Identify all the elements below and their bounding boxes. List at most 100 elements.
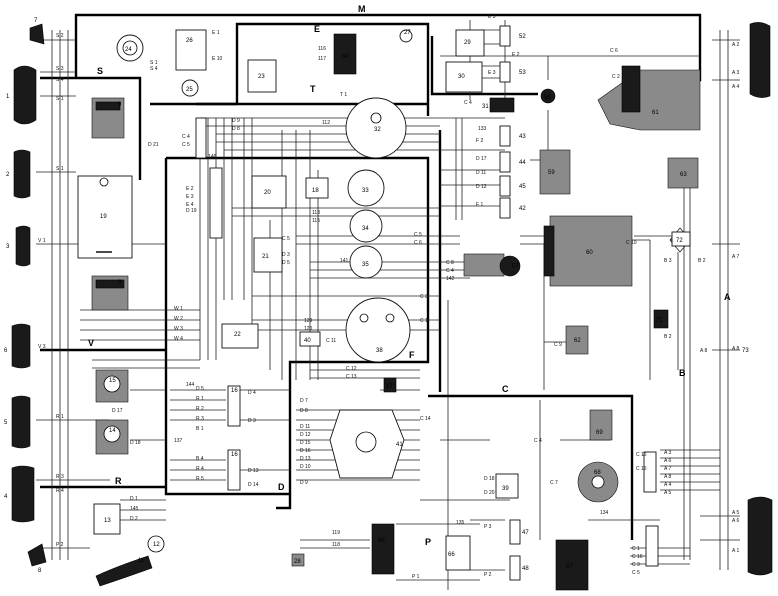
ref-9b: 9 bbox=[118, 280, 122, 286]
wl-c9: C 9 bbox=[554, 342, 562, 348]
ref-32: 32 bbox=[374, 127, 381, 133]
wl-142: 142 bbox=[446, 276, 455, 282]
wl-d7: D 7 bbox=[300, 398, 308, 404]
bus-label-b: B bbox=[679, 368, 686, 378]
wl-r3b: R 3 bbox=[196, 416, 204, 422]
gauge-35 bbox=[349, 245, 383, 279]
wl-r4: R 4 bbox=[56, 488, 64, 494]
ref-28: 28 bbox=[294, 559, 301, 565]
wl-141: 141 bbox=[340, 258, 349, 264]
wl-c6b: C 6 bbox=[414, 240, 422, 246]
wl-s4: S 4 bbox=[56, 77, 64, 83]
wl-s3: S 3 bbox=[56, 66, 64, 72]
wl-d8: D 8 bbox=[232, 126, 240, 132]
connector-top bbox=[195, 117, 207, 159]
wl-d18: D 18 bbox=[130, 440, 141, 446]
wl-c1b: C 1 bbox=[632, 546, 640, 552]
wl-a7: A 7 bbox=[664, 466, 671, 472]
wl-e3c: E 3 bbox=[186, 194, 194, 200]
component-59 bbox=[539, 149, 571, 195]
ref-43: 43 bbox=[519, 134, 526, 140]
wl-e3b: E 3 bbox=[488, 70, 496, 76]
lamp-6 bbox=[11, 323, 31, 369]
wl-a8: A 8 bbox=[664, 474, 671, 480]
wl-135: 135 bbox=[456, 520, 465, 526]
term-42 bbox=[499, 197, 511, 219]
bus-label-c: C bbox=[502, 384, 509, 394]
gauge-32 bbox=[345, 97, 407, 159]
ref-52: 52 bbox=[519, 34, 526, 40]
wl-c6: C 6 bbox=[610, 48, 618, 54]
component-39 bbox=[495, 473, 519, 499]
term-44 bbox=[499, 151, 511, 173]
wl-c15: C 15 bbox=[636, 466, 647, 472]
ref-24: 24 bbox=[125, 47, 132, 53]
component-27 bbox=[399, 29, 413, 43]
left-components bbox=[77, 29, 277, 587]
wl-r2: R 2 bbox=[196, 406, 204, 412]
bus-label-m: M bbox=[358, 4, 366, 14]
wl-c16b: C 16 bbox=[632, 554, 643, 560]
wl-t1: T 1 bbox=[340, 92, 347, 98]
component-12 bbox=[147, 535, 165, 553]
wl-w2: W 2 bbox=[174, 316, 183, 322]
wl-a5: A 5 bbox=[664, 490, 671, 496]
wl-w3: W 3 bbox=[174, 326, 183, 332]
wl-d5: D 5 bbox=[282, 260, 290, 266]
wl-c4c: C 4 bbox=[446, 268, 454, 274]
wl-a8b: A 8 bbox=[732, 346, 739, 352]
wl-e4: E 4 bbox=[186, 202, 194, 208]
coil-67 bbox=[555, 539, 589, 591]
bus-label-p: P bbox=[425, 537, 431, 547]
bus-label-s: S bbox=[97, 66, 103, 76]
ref-35: 35 bbox=[362, 262, 369, 268]
alternator-60 bbox=[549, 215, 633, 287]
ref-7: 7 bbox=[34, 18, 38, 24]
wl-118: 118 bbox=[332, 542, 340, 548]
wl-s1b: S 1 bbox=[56, 166, 64, 172]
wl-c2: C 2 bbox=[612, 74, 620, 80]
ref-1: 1 bbox=[6, 94, 10, 100]
ref-60: 60 bbox=[586, 250, 593, 256]
component-28 bbox=[291, 553, 305, 567]
ref-29: 29 bbox=[464, 40, 471, 46]
lamp-8 bbox=[27, 543, 47, 567]
bus-label-r: R bbox=[115, 476, 122, 486]
wl-116: 116 bbox=[318, 46, 326, 52]
wl-a4b: A 4 bbox=[732, 84, 739, 90]
term-48 bbox=[509, 555, 521, 581]
ref-5: 5 bbox=[4, 420, 8, 426]
wl-a2: A 2 bbox=[732, 42, 739, 48]
wl-d9b: D 9 bbox=[300, 480, 308, 486]
component-20 bbox=[251, 175, 287, 209]
bus-letters: M S E T F V R D C B A P bbox=[88, 4, 731, 547]
wl-c1: C 1 bbox=[420, 318, 428, 324]
component-23 bbox=[247, 59, 277, 93]
wl-p3: P 3 bbox=[484, 524, 492, 530]
ref-30: 30 bbox=[458, 74, 465, 80]
wl-144: 144 bbox=[186, 382, 195, 388]
wl-112: 112 bbox=[322, 120, 330, 126]
ref-44: 44 bbox=[519, 160, 526, 166]
wl-r1: R 1 bbox=[56, 414, 64, 420]
wl-d20: D 20 bbox=[484, 490, 495, 496]
wl-c11: C 11 bbox=[326, 338, 336, 344]
component-30 bbox=[445, 61, 483, 93]
lamp-3 bbox=[15, 225, 31, 267]
wl-a6b: A 6 bbox=[732, 518, 739, 524]
component-71 bbox=[653, 309, 669, 329]
wl-146: 146 bbox=[208, 154, 217, 160]
gauge-33 bbox=[347, 169, 385, 207]
wl-c7: C 7 bbox=[550, 480, 558, 486]
connector-mid bbox=[209, 167, 223, 239]
wl-v1: V 1 bbox=[38, 238, 46, 244]
component-66 bbox=[445, 535, 471, 571]
wl-c3b: C 3 bbox=[632, 562, 640, 568]
component-25 bbox=[181, 79, 199, 97]
wl-a1: A 1 bbox=[732, 548, 739, 554]
wl-129: 129 bbox=[304, 318, 313, 324]
wl-s1: S 1 bbox=[56, 96, 64, 102]
left-lamps bbox=[11, 23, 47, 567]
term-43 bbox=[499, 125, 511, 147]
ref-2: 2 bbox=[6, 172, 10, 178]
